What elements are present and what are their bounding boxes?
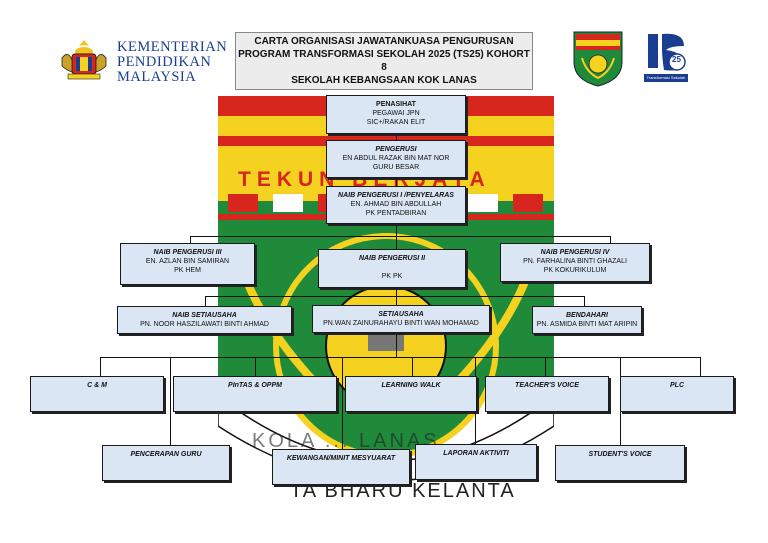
unit-students-voice-label: STUDENT'S VOICE xyxy=(588,451,652,458)
title-line2: PROGRAM TRANSFORMASI SEKOLAH 2025 (TS25)… xyxy=(238,49,530,73)
connector xyxy=(700,357,701,376)
unit-learning-walk-label: LEARNING WALK xyxy=(381,382,441,389)
naib-pengerusi-3-box: NAIB PENGERUSI III EN. AZLAN BIN SAMIRAN… xyxy=(120,243,255,285)
connector xyxy=(412,357,413,376)
unit-kewangan-box: KEWANGAN/MINIT MESYUARAT xyxy=(272,449,410,485)
unit-plc-box: PLC xyxy=(620,376,734,412)
unit-teachers-voice-label: TEACHER'S VOICE xyxy=(515,382,579,389)
bendahari-line1: PN. ASMIDA BINTI MAT ARIPIN xyxy=(536,321,638,328)
naib-pengerusi-2-box: NAIB PENGERUSI II PK PK xyxy=(318,249,466,288)
naib1-title: NAIB PENGERUSI I /PENYELARAS xyxy=(338,192,454,199)
connector xyxy=(396,178,397,186)
naib-setiausaha-line1: PN. NOOR HASZILAWATI BINTI AHMAD xyxy=(140,321,269,328)
setiausaha-box: SETIAUSAHA PN.WAN ZAINURAHAYU BINTI WAN … xyxy=(312,305,490,333)
bendahari-title: BENDAHARI xyxy=(566,312,608,319)
connector xyxy=(342,357,343,449)
title-line1: CARTA ORGANISASI JAWATANKUASA PENGURUSAN xyxy=(254,36,514,47)
connector xyxy=(545,357,546,376)
naib-pengerusi-4-box: NAIB PENGERUSI IV PN. FARHALINA BINTI GH… xyxy=(500,243,650,282)
penasihat-line2: SIC+/RAKAN ELIT xyxy=(366,119,426,126)
unit-laporan-box: LAPORAN AKTIVITI xyxy=(415,444,537,480)
ts25-logo-icon xyxy=(640,28,692,86)
ministry-name: KEMENTERIAN PENDIDIKAN MALAYSIA xyxy=(117,40,227,85)
ministry-line3: MALAYSIA xyxy=(117,69,197,85)
connector xyxy=(170,357,171,445)
unit-pintas-box: PInTAS & OPPM xyxy=(173,376,337,412)
connector xyxy=(255,357,256,376)
ministry-line1: KEMENTERIAN xyxy=(117,39,228,55)
connector xyxy=(396,134,397,140)
naib3-line2: PK HEM xyxy=(174,267,201,274)
naib2-title: NAIB PENGERUSI II xyxy=(358,255,426,262)
connector xyxy=(190,236,610,237)
naib2-line1: PK PK xyxy=(381,273,403,280)
naib4-line1: PN. FARHALINA BINTI GHAZALI xyxy=(523,258,627,265)
setiausaha-line1: PN.WAN ZAINURAHAYU BINTI WAN MOHAMAD xyxy=(323,320,479,327)
connector xyxy=(190,236,191,244)
setiausaha-title: SETIAUSAHA xyxy=(378,311,424,318)
naib3-title: NAIB PENGERUSI III xyxy=(153,249,222,256)
naib1-line2: PK PENTADBIRAN xyxy=(365,210,427,217)
title-line3: SEKOLAH KEBANGSAAN KOK LANAS xyxy=(291,75,477,86)
penasihat-line1: PEGAWAI JPN xyxy=(372,110,420,117)
naib-setiausaha-title: NAIB SETIAUSAHA xyxy=(172,312,237,319)
pengerusi-line2: GURU BESAR xyxy=(372,164,420,171)
ministry-crest xyxy=(58,36,110,82)
naib1-line1: EN. AHMAD BIN ABDULLAH xyxy=(350,201,442,208)
ministry-line2: PENDIDIKAN xyxy=(117,54,212,70)
unit-students-voice-box: STUDENT'S VOICE xyxy=(555,445,685,481)
unit-pintas-label: PInTAS & OPPM xyxy=(228,382,282,389)
unit-cm-label: C & M xyxy=(87,382,107,389)
unit-pencerapan-box: PENCERAPAN GURU xyxy=(102,445,230,481)
pengerusi-box: PENGERUSI EN ABDUL RAZAK BIN MAT NOR GUR… xyxy=(326,140,466,178)
connector xyxy=(396,333,397,357)
emblem-bottom-text: TA BHARU KELANTA xyxy=(290,480,516,502)
unit-kewangan-label: KEWANGAN/MINIT MESYUARAT xyxy=(286,455,396,462)
unit-teachers-voice-box: TEACHER'S VOICE xyxy=(485,376,609,412)
school-badge-icon xyxy=(568,28,628,88)
connector xyxy=(584,296,585,306)
emblem-ring-text: KOLA ... LANAS xyxy=(252,430,440,452)
bendahari-box: BENDAHARI PN. ASMIDA BINTI MAT ARIPIN xyxy=(532,306,642,334)
connector xyxy=(100,357,700,358)
naib4-line2: PK KOKURIKULUM xyxy=(543,267,607,274)
connector xyxy=(100,357,101,376)
unit-laporan-label: LAPORAN AKTIVITI xyxy=(443,450,509,457)
connector xyxy=(205,296,206,306)
connector xyxy=(610,236,611,244)
unit-learning-walk-box: LEARNING WALK xyxy=(345,376,477,412)
naib4-title: NAIB PENGERUSI IV xyxy=(540,249,610,256)
penasihat-title: PENASIHAT xyxy=(376,101,416,108)
pengerusi-line1: EN ABDUL RAZAK BIN MAT NOR xyxy=(342,155,450,162)
naib-setiausaha-box: NAIB SETIAUSAHA PN. NOOR HASZILAWATI BIN… xyxy=(117,306,292,334)
chart-title-box: CARTA ORGANISASI JAWATANKUASA PENGURUSAN… xyxy=(235,32,533,90)
unit-pencerapan-label: PENCERAPAN GURU xyxy=(130,451,202,458)
ts25-number: 25 xyxy=(672,55,681,64)
ts25-caption: Transformasi Sekolah xyxy=(646,75,686,80)
pengerusi-title: PENGERUSI xyxy=(375,146,417,153)
connector xyxy=(205,296,585,297)
unit-plc-label: PLC xyxy=(670,382,684,389)
naib3-line1: EN. AZLAN BIN SAMIRAN xyxy=(145,258,230,265)
penasihat-box: PENASIHAT PEGAWAI JPN SIC+/RAKAN ELIT xyxy=(326,95,466,134)
unit-cm-box: C & M xyxy=(30,376,164,412)
naib-pengerusi-1-box: NAIB PENGERUSI I /PENYELARAS EN. AHMAD B… xyxy=(326,186,466,224)
